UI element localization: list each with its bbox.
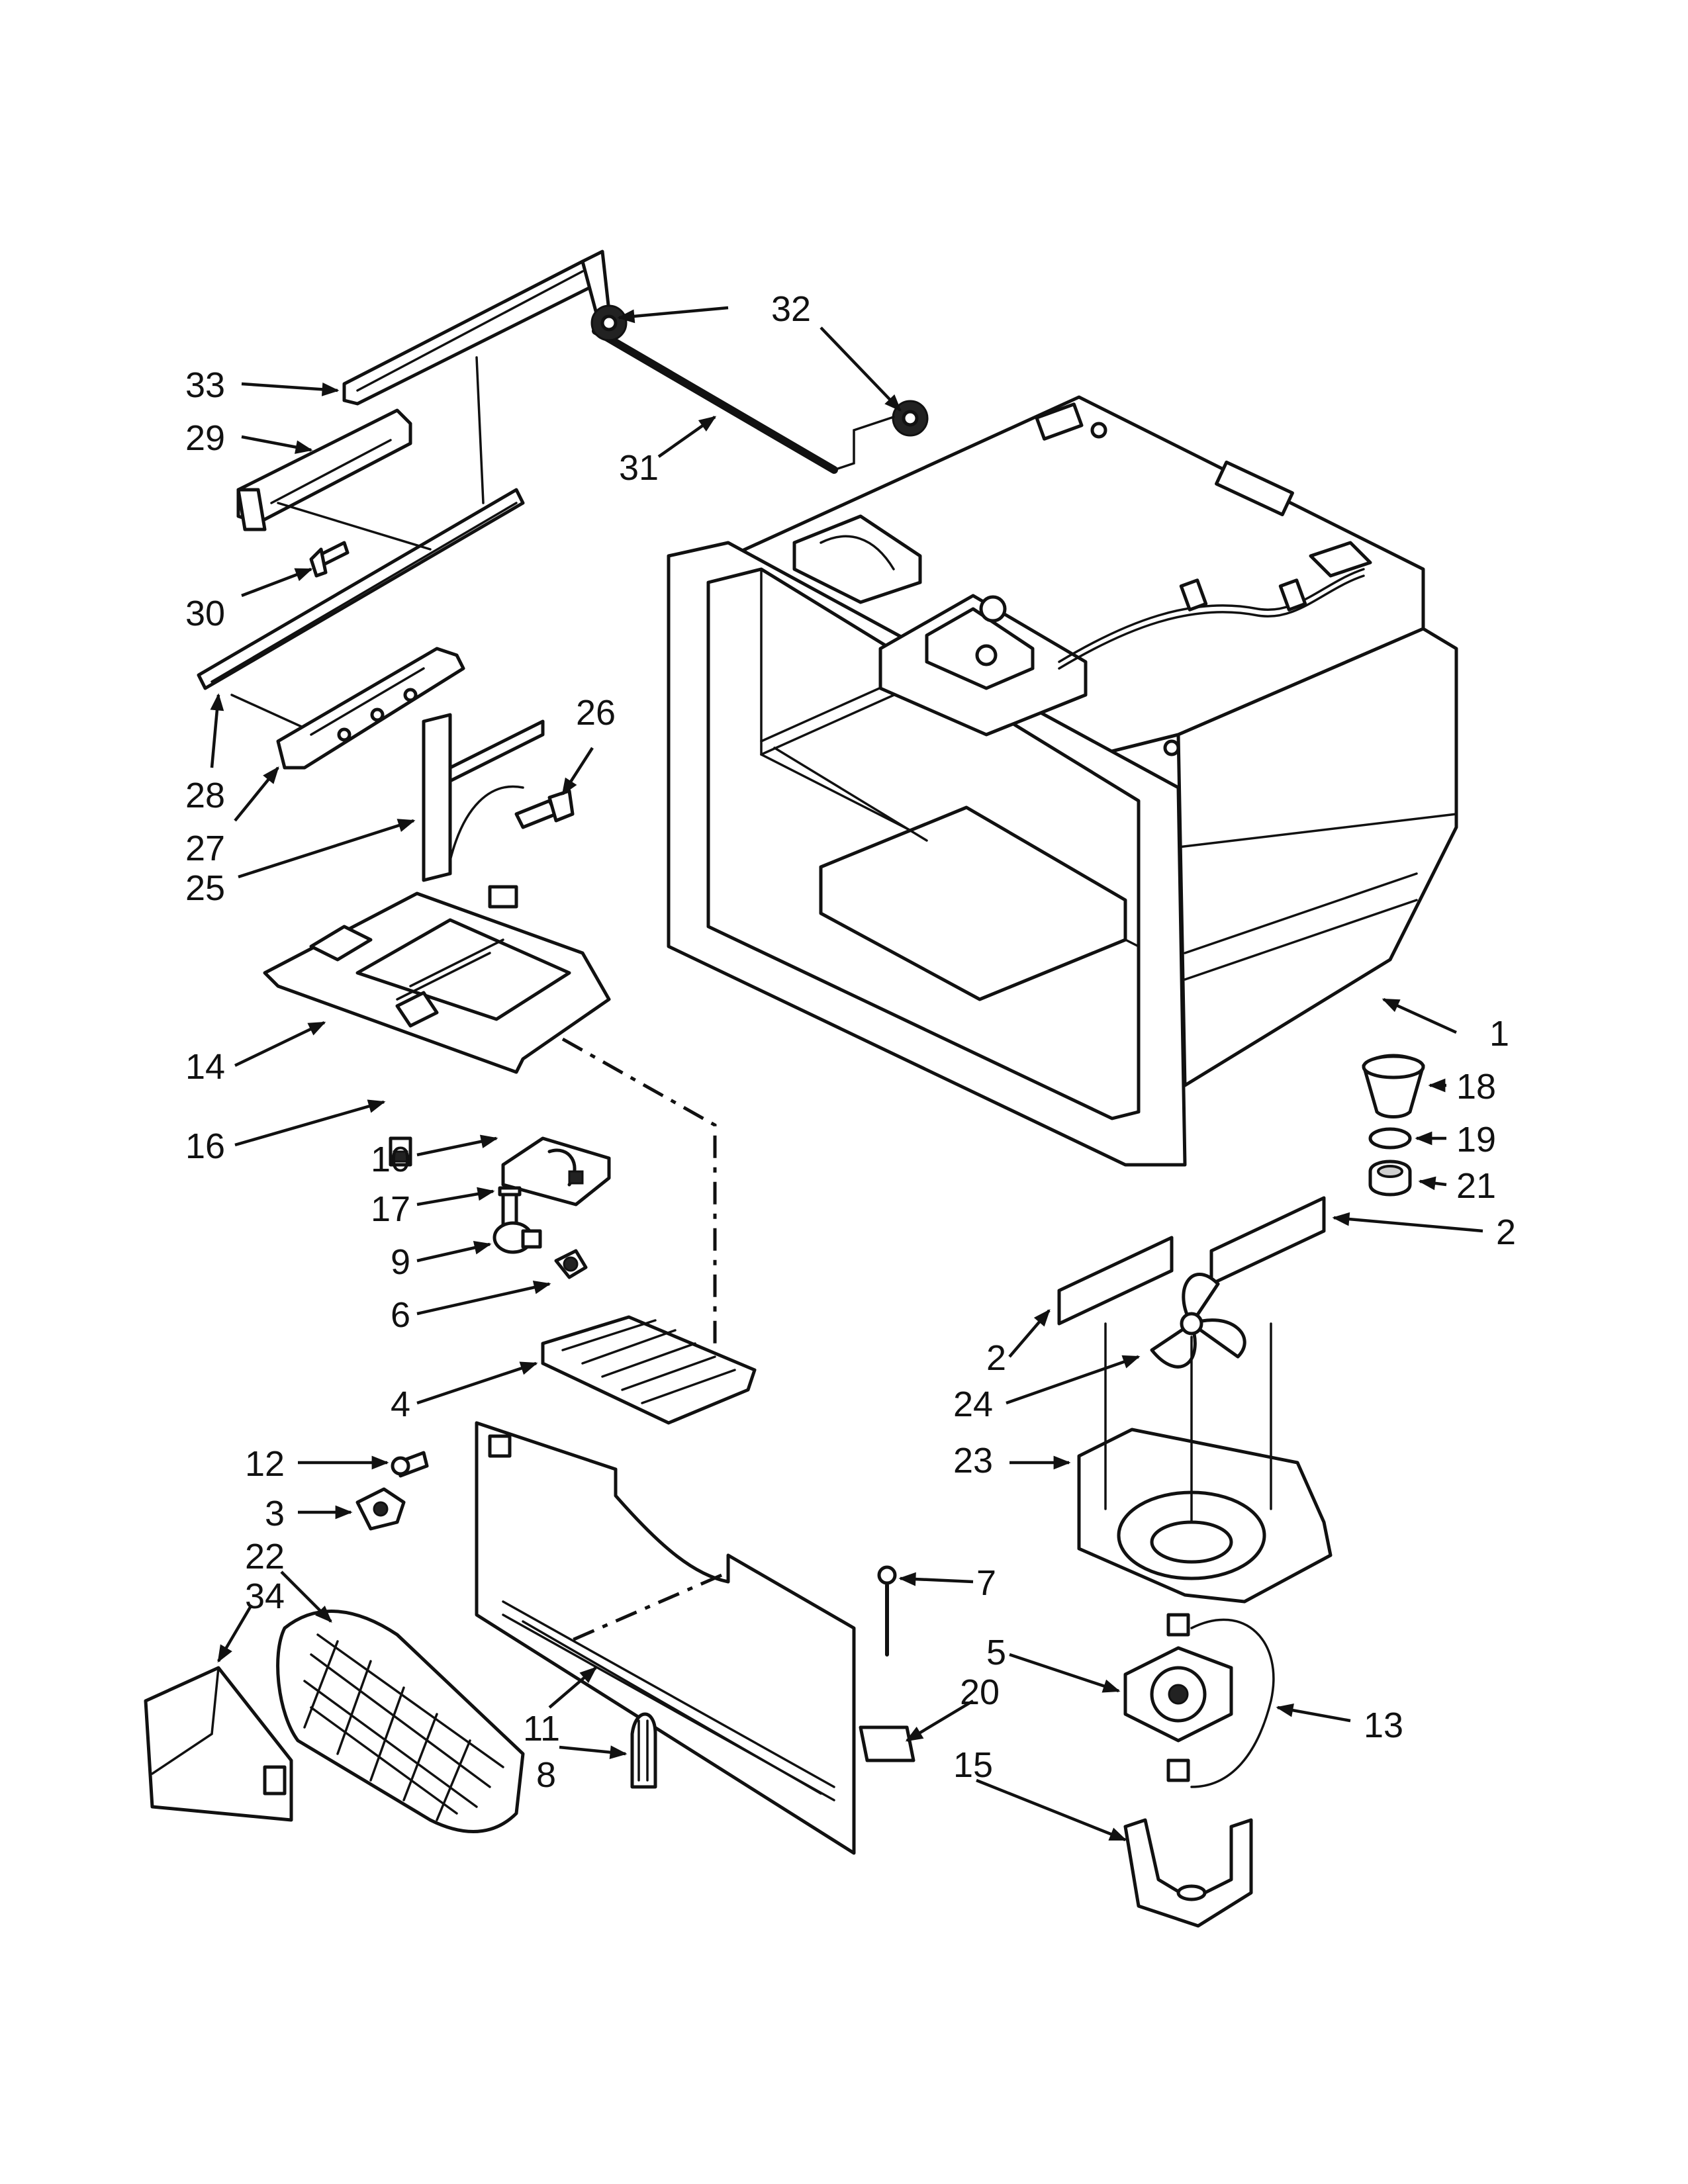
motor-bracket-15 (1123, 1818, 1253, 1928)
top-rail (342, 250, 611, 406)
drain-cup-18 (1362, 1054, 1425, 1118)
callout-27: 27 (185, 829, 225, 868)
callout-30: 30 (185, 594, 225, 633)
support-bracket (422, 713, 545, 882)
socket-6 (554, 1249, 588, 1279)
freezer-liner (667, 395, 1458, 1167)
clip-8 (630, 1712, 657, 1789)
callout-10: 10 (371, 1140, 410, 1179)
light-housing (501, 1136, 611, 1206)
slide-rail (197, 356, 525, 729)
callout-14: 14 (185, 1047, 225, 1087)
fan-blade-24 (1150, 1273, 1246, 1369)
callout-24: 24 (953, 1385, 993, 1424)
bulb-9 (492, 1221, 542, 1254)
callout-17: 17 (371, 1189, 410, 1229)
bracket-3 (355, 1487, 406, 1531)
callout-11: 11 (523, 1709, 560, 1749)
callout-2a: 2 (986, 1338, 1006, 1378)
callout-31: 31 (619, 448, 659, 488)
callout-3: 3 (265, 1494, 285, 1533)
callout-labels: 32 33 29 31 30 26 28 27 25 14 16 10 17 9… (185, 289, 1516, 1795)
slide-bracket (236, 408, 412, 531)
callout-22: 22 (245, 1537, 285, 1576)
callout-32: 32 (771, 289, 811, 329)
screw-26 (514, 789, 575, 829)
callout-12: 12 (245, 1444, 285, 1484)
callout-21: 21 (1456, 1166, 1496, 1206)
callout-2b: 2 (1496, 1212, 1516, 1252)
fan-shroud-23 (1077, 1322, 1333, 1604)
callout-28: 28 (185, 776, 225, 815)
switch-16 (389, 1136, 412, 1167)
strip-20 (859, 1725, 915, 1762)
callout-15: 15 (953, 1745, 993, 1785)
callout-29: 29 (185, 418, 225, 458)
screw-30 (309, 541, 350, 578)
callout-25: 25 (185, 868, 225, 908)
leader-lines (210, 306, 1483, 1842)
callout-26: 26 (576, 693, 616, 733)
callout-18: 18 (1456, 1067, 1496, 1107)
wire-13 (1190, 1618, 1275, 1788)
evaporator-cover (475, 1421, 856, 1855)
callout-4: 4 (391, 1385, 410, 1424)
callout-9: 9 (391, 1242, 410, 1282)
gasket-19 (1368, 1127, 1412, 1150)
callout-23: 23 (953, 1441, 993, 1480)
callout-5: 5 (986, 1633, 1006, 1672)
screw-12 (391, 1451, 429, 1478)
shaft-and-gears (590, 304, 929, 474)
callout-1: 1 (1489, 1014, 1509, 1054)
grille-4 (541, 1315, 757, 1425)
callout-13: 13 (1364, 1706, 1403, 1745)
thermistor-7 (877, 1565, 897, 1657)
ice-tray-assembly (263, 885, 611, 1074)
callout-34: 34 (245, 1576, 285, 1616)
cover-box-34 (144, 1666, 293, 1822)
callout-19: 19 (1456, 1120, 1496, 1160)
callout-6: 6 (391, 1295, 410, 1335)
fan-motor-5 (1123, 1613, 1233, 1782)
plug-21 (1368, 1160, 1412, 1197)
callout-33: 33 (185, 365, 225, 405)
alignment-lines (561, 1037, 722, 1643)
insulation-pad-2a (1057, 1236, 1174, 1326)
insulation-pad-2b (1209, 1196, 1326, 1286)
callout-7: 7 (976, 1563, 996, 1603)
callout-20: 20 (960, 1672, 1000, 1712)
callout-8: 8 (536, 1755, 556, 1795)
rack (276, 647, 465, 770)
front-grille-cover (276, 1610, 525, 1833)
callout-16: 16 (185, 1126, 225, 1166)
